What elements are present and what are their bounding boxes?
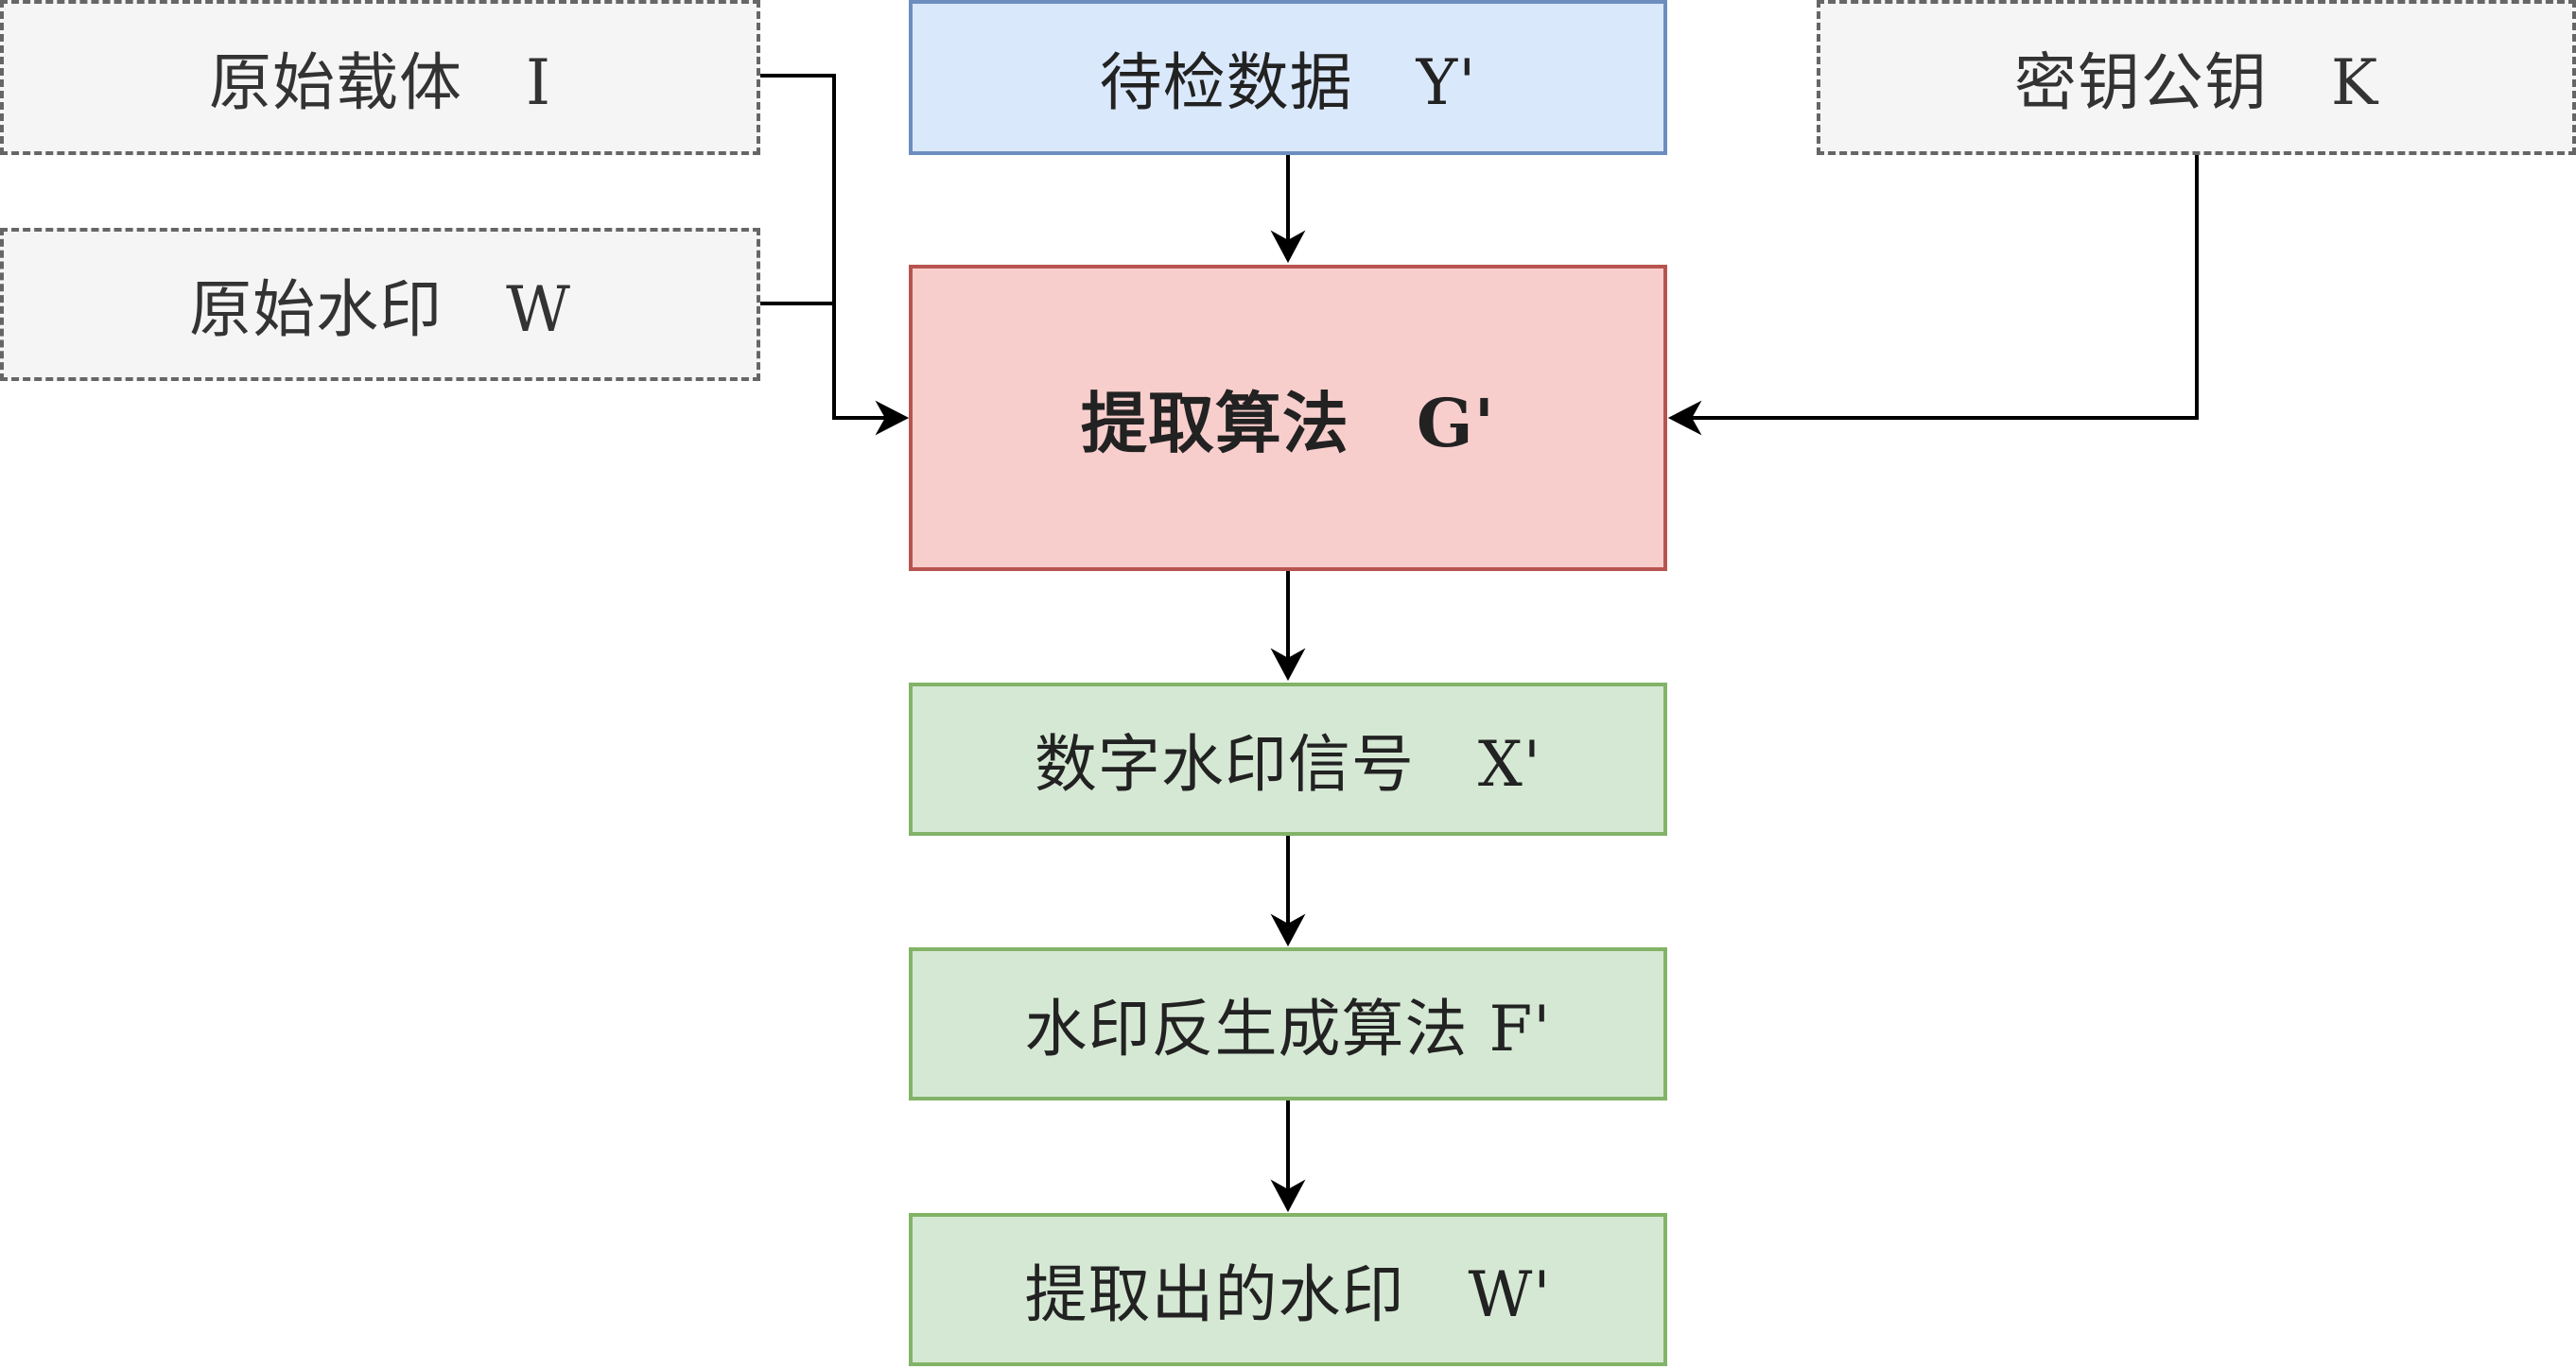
extracted-watermark-label: 提取出的水印 W' [1024, 1258, 1552, 1331]
arrowhead-carrier [875, 400, 910, 436]
arrowhead-inverse [1270, 913, 1306, 947]
secret-key-box: 密钥公钥 K [1817, 0, 2576, 155]
original-carrier-box: 原始载体 I [0, 0, 760, 155]
arrowhead-extracted [1270, 1179, 1306, 1213]
arrowhead-data [1270, 230, 1306, 264]
digital-watermark-signal-box: 数字水印信号 X' [909, 683, 1667, 836]
arrowhead-key [1667, 400, 1702, 436]
data-to-check-box: 待检数据 Y' [909, 0, 1667, 155]
arrow-key-to-extraction [1676, 155, 2199, 420]
extracted-watermark-box: 提取出的水印 W' [909, 1213, 1667, 1366]
arrow-carrier-to-extraction [760, 74, 903, 420]
watermark-inverse-generation-box: 水印反生成算法 F' [909, 947, 1667, 1100]
digital-watermark-signal-label: 数字水印信号 X' [1034, 728, 1542, 801]
data-to-check-label: 待检数据 Y' [1099, 46, 1477, 119]
extraction-algorithm-box: 提取算法 G' [909, 265, 1667, 571]
original-carrier-label: 原始载体 I [208, 46, 552, 119]
watermark-inverse-generation-label: 水印反生成算法 F' [1024, 993, 1552, 1066]
arrowhead-signal [1270, 648, 1306, 682]
original-watermark-label: 原始水印 W [189, 273, 571, 346]
extraction-algorithm-label: 提取算法 G' [1080, 383, 1496, 462]
original-watermark-box: 原始水印 W [0, 228, 760, 381]
secret-key-label: 密钥公钥 K [2013, 46, 2379, 119]
